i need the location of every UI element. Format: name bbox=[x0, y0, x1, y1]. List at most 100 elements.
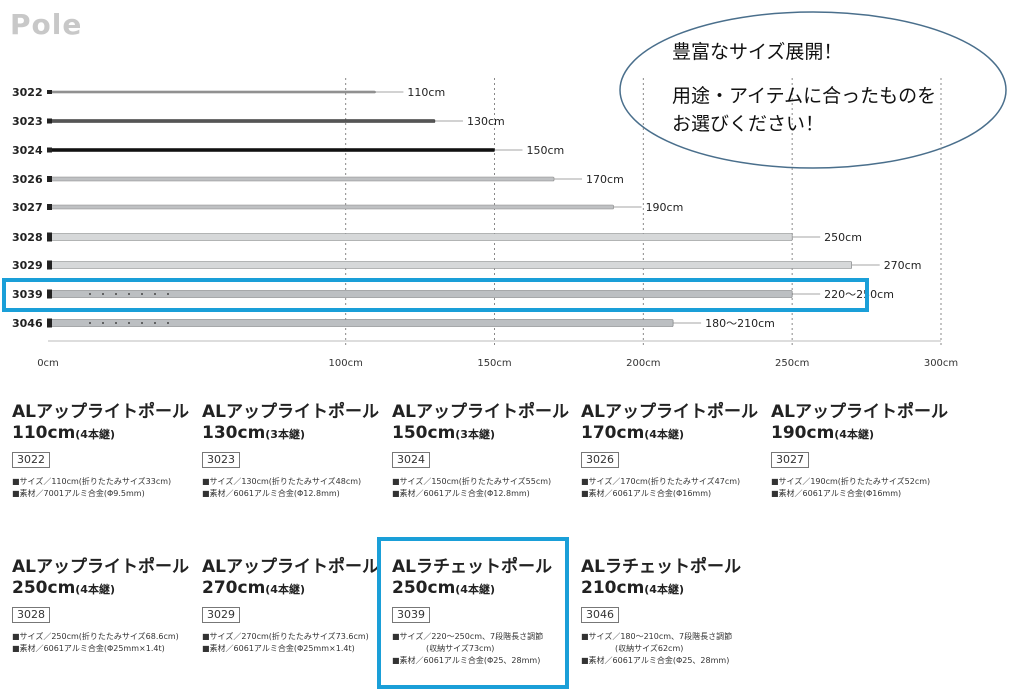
pole-bar-3028 bbox=[47, 233, 793, 241]
spec-material: ■素材／6061アルミ合金(Φ25mm×1.4t) bbox=[202, 644, 355, 653]
pole-end-cap bbox=[47, 147, 52, 153]
pole-bar-3029 bbox=[47, 261, 853, 269]
product-pieces: (4本継) bbox=[644, 583, 684, 596]
spec-material: ■素材／6061アルミ合金(Φ25、28mm) bbox=[392, 656, 541, 665]
pole-bar-3024 bbox=[47, 148, 495, 152]
ratchet-hole bbox=[141, 322, 143, 324]
product-spec: ■サイズ／250cm(折りたたみサイズ68.6cm)■素材／6061アルミ合金(… bbox=[12, 631, 200, 655]
callout-line-3: お選びください！ bbox=[672, 113, 825, 135]
spec-size: ■サイズ／180～210cm、7段階長さ調節 bbox=[581, 632, 733, 641]
pole-bar-3023 bbox=[47, 119, 436, 123]
product-length: 130cm bbox=[202, 423, 266, 443]
pole-bar-3026 bbox=[47, 176, 555, 182]
product-size: 210cm(4本継) bbox=[581, 577, 769, 601]
product-size: 250cm(4本継) bbox=[392, 577, 580, 601]
spec-material: ■素材／6061アルミ合金(Φ16mm) bbox=[771, 489, 902, 498]
spec-material: ■素材／6061アルミ合金(Φ12.8mm) bbox=[392, 489, 530, 498]
product-name: ALアップライトポール bbox=[12, 557, 189, 577]
ratchet-hole bbox=[89, 293, 91, 295]
product-length: 210cm bbox=[581, 578, 645, 598]
x-tick-label: 100cm bbox=[329, 358, 363, 369]
product-pieces: (3本継) bbox=[265, 428, 305, 441]
product-name: ALラチェットポール bbox=[581, 557, 741, 577]
product-name: ALアップライトポール bbox=[581, 402, 758, 422]
pole-bar-3027 bbox=[47, 204, 614, 210]
pole-end-cap bbox=[47, 318, 52, 328]
spec-size: ■サイズ／250cm(折りたたみサイズ68.6cm) bbox=[12, 632, 179, 641]
product-length: 150cm bbox=[392, 423, 456, 443]
x-tick-label: 300cm bbox=[924, 358, 958, 369]
product-name: ALアップライトポール bbox=[202, 557, 379, 577]
spec-material: ■素材／6061アルミ合金(Φ12.8mm) bbox=[202, 489, 340, 498]
pole-length-label: 110cm bbox=[407, 86, 445, 99]
spec-size: ■サイズ／150cm(折りたたみサイズ55cm) bbox=[392, 477, 552, 486]
spec-material: ■素材／6061アルミ合金(Φ25、28mm) bbox=[581, 656, 730, 665]
pole-end-cap bbox=[47, 176, 52, 182]
x-tick-label: 150cm bbox=[477, 358, 511, 369]
row-code-label: 3024 bbox=[12, 144, 43, 157]
highlight-box-product-3039 bbox=[377, 537, 569, 689]
product-pieces: (4本継) bbox=[75, 583, 115, 596]
product-name: ALラチェットポール bbox=[392, 557, 552, 577]
spec-size: ■サイズ／220～250cm、7段階長さ調節 bbox=[392, 632, 544, 641]
ratchet-hole bbox=[128, 322, 130, 324]
x-tick-label: 0cm bbox=[37, 358, 59, 369]
row-code-label: 3026 bbox=[12, 173, 43, 186]
spec-storage-size: (収納サイズ62cm) bbox=[615, 644, 684, 653]
product-size: 190cm(4本継) bbox=[771, 422, 959, 446]
product-spec: ■サイズ／190cm(折りたたみサイズ52cm) ■素材／6061アルミ合金(Φ1… bbox=[771, 476, 959, 500]
spec-size: ■サイズ／110cm(折りたたみサイズ33cm) bbox=[12, 477, 172, 486]
ratchet-hole bbox=[102, 322, 104, 324]
pole-length-label: 220～250cm bbox=[824, 288, 894, 301]
product-name: ALアップライトポール bbox=[771, 402, 948, 422]
pole-bar-3022 bbox=[47, 90, 376, 94]
product-pieces: (3本継) bbox=[455, 428, 495, 441]
row-code-label: 3046 bbox=[12, 317, 43, 330]
page-title: Pole bbox=[10, 8, 83, 41]
product-pieces: (4本継) bbox=[265, 583, 305, 596]
product-name: ALアップライトポール bbox=[392, 402, 569, 422]
product-size: 110cm(4本継) bbox=[12, 422, 200, 446]
spec-size: ■サイズ／270cm(折りたたみサイズ73.6cm) bbox=[202, 632, 369, 641]
pole-end-cap bbox=[47, 289, 52, 299]
pole-length-label: 150cm bbox=[527, 144, 565, 157]
product-size: 150cm(3本継) bbox=[392, 422, 580, 446]
spec-size: ■サイズ／190cm(折りたたみサイズ52cm) bbox=[771, 477, 931, 486]
row-code-label: 3023 bbox=[12, 115, 43, 128]
x-tick-label: 200cm bbox=[626, 358, 660, 369]
pole-end-cap bbox=[47, 232, 52, 242]
product-spec: ■サイズ／180～210cm、7段階長さ調節 (収納サイズ62cm) ■素材／606… bbox=[581, 631, 769, 667]
pole-end-cap bbox=[47, 204, 52, 210]
callout-line-1: 豊富なサイズ展開！ bbox=[672, 41, 843, 63]
product-length: 270cm bbox=[202, 578, 266, 598]
product-size: 130cm(3本継) bbox=[202, 422, 390, 446]
ratchet-hole bbox=[141, 293, 143, 295]
ratchet-hole bbox=[115, 322, 117, 324]
spec-material: ■素材／7001アルミ合金(Φ9.5mm) bbox=[12, 489, 145, 498]
product-spec: ■サイズ／270cm(折りたたみサイズ73.6cm) ■素材／6061アルミ合金(… bbox=[202, 631, 390, 655]
row-code-label: 3022 bbox=[12, 86, 43, 99]
ratchet-hole bbox=[167, 293, 169, 295]
pole-end-cap bbox=[47, 90, 52, 94]
ratchet-hole bbox=[128, 293, 130, 295]
spec-material: ■素材／6061アルミ合金(Φ16mm) bbox=[581, 489, 712, 498]
product-code: 3026 bbox=[581, 452, 619, 468]
row-code-label: 3027 bbox=[12, 201, 43, 214]
callout-line-2: 用途・アイテムに合ったものを bbox=[672, 85, 937, 107]
product-code: 3046 bbox=[581, 607, 619, 623]
product-length: 170cm bbox=[581, 423, 645, 443]
product-spec: ■サイズ／130cm(折りたたみサイズ48cm)■素材／6061アルミ合金(Φ1… bbox=[202, 476, 390, 500]
ratchet-hole bbox=[89, 322, 91, 324]
product-spec: ■サイズ／110cm(折りたたみサイズ33cm) ■素材／7001アルミ合金(Φ9… bbox=[12, 476, 200, 500]
product-pieces: (4本継) bbox=[834, 428, 874, 441]
product-spec: ■サイズ／220～250cm、7段階長さ調節(収納サイズ73cm)■素材／606… bbox=[392, 631, 580, 667]
